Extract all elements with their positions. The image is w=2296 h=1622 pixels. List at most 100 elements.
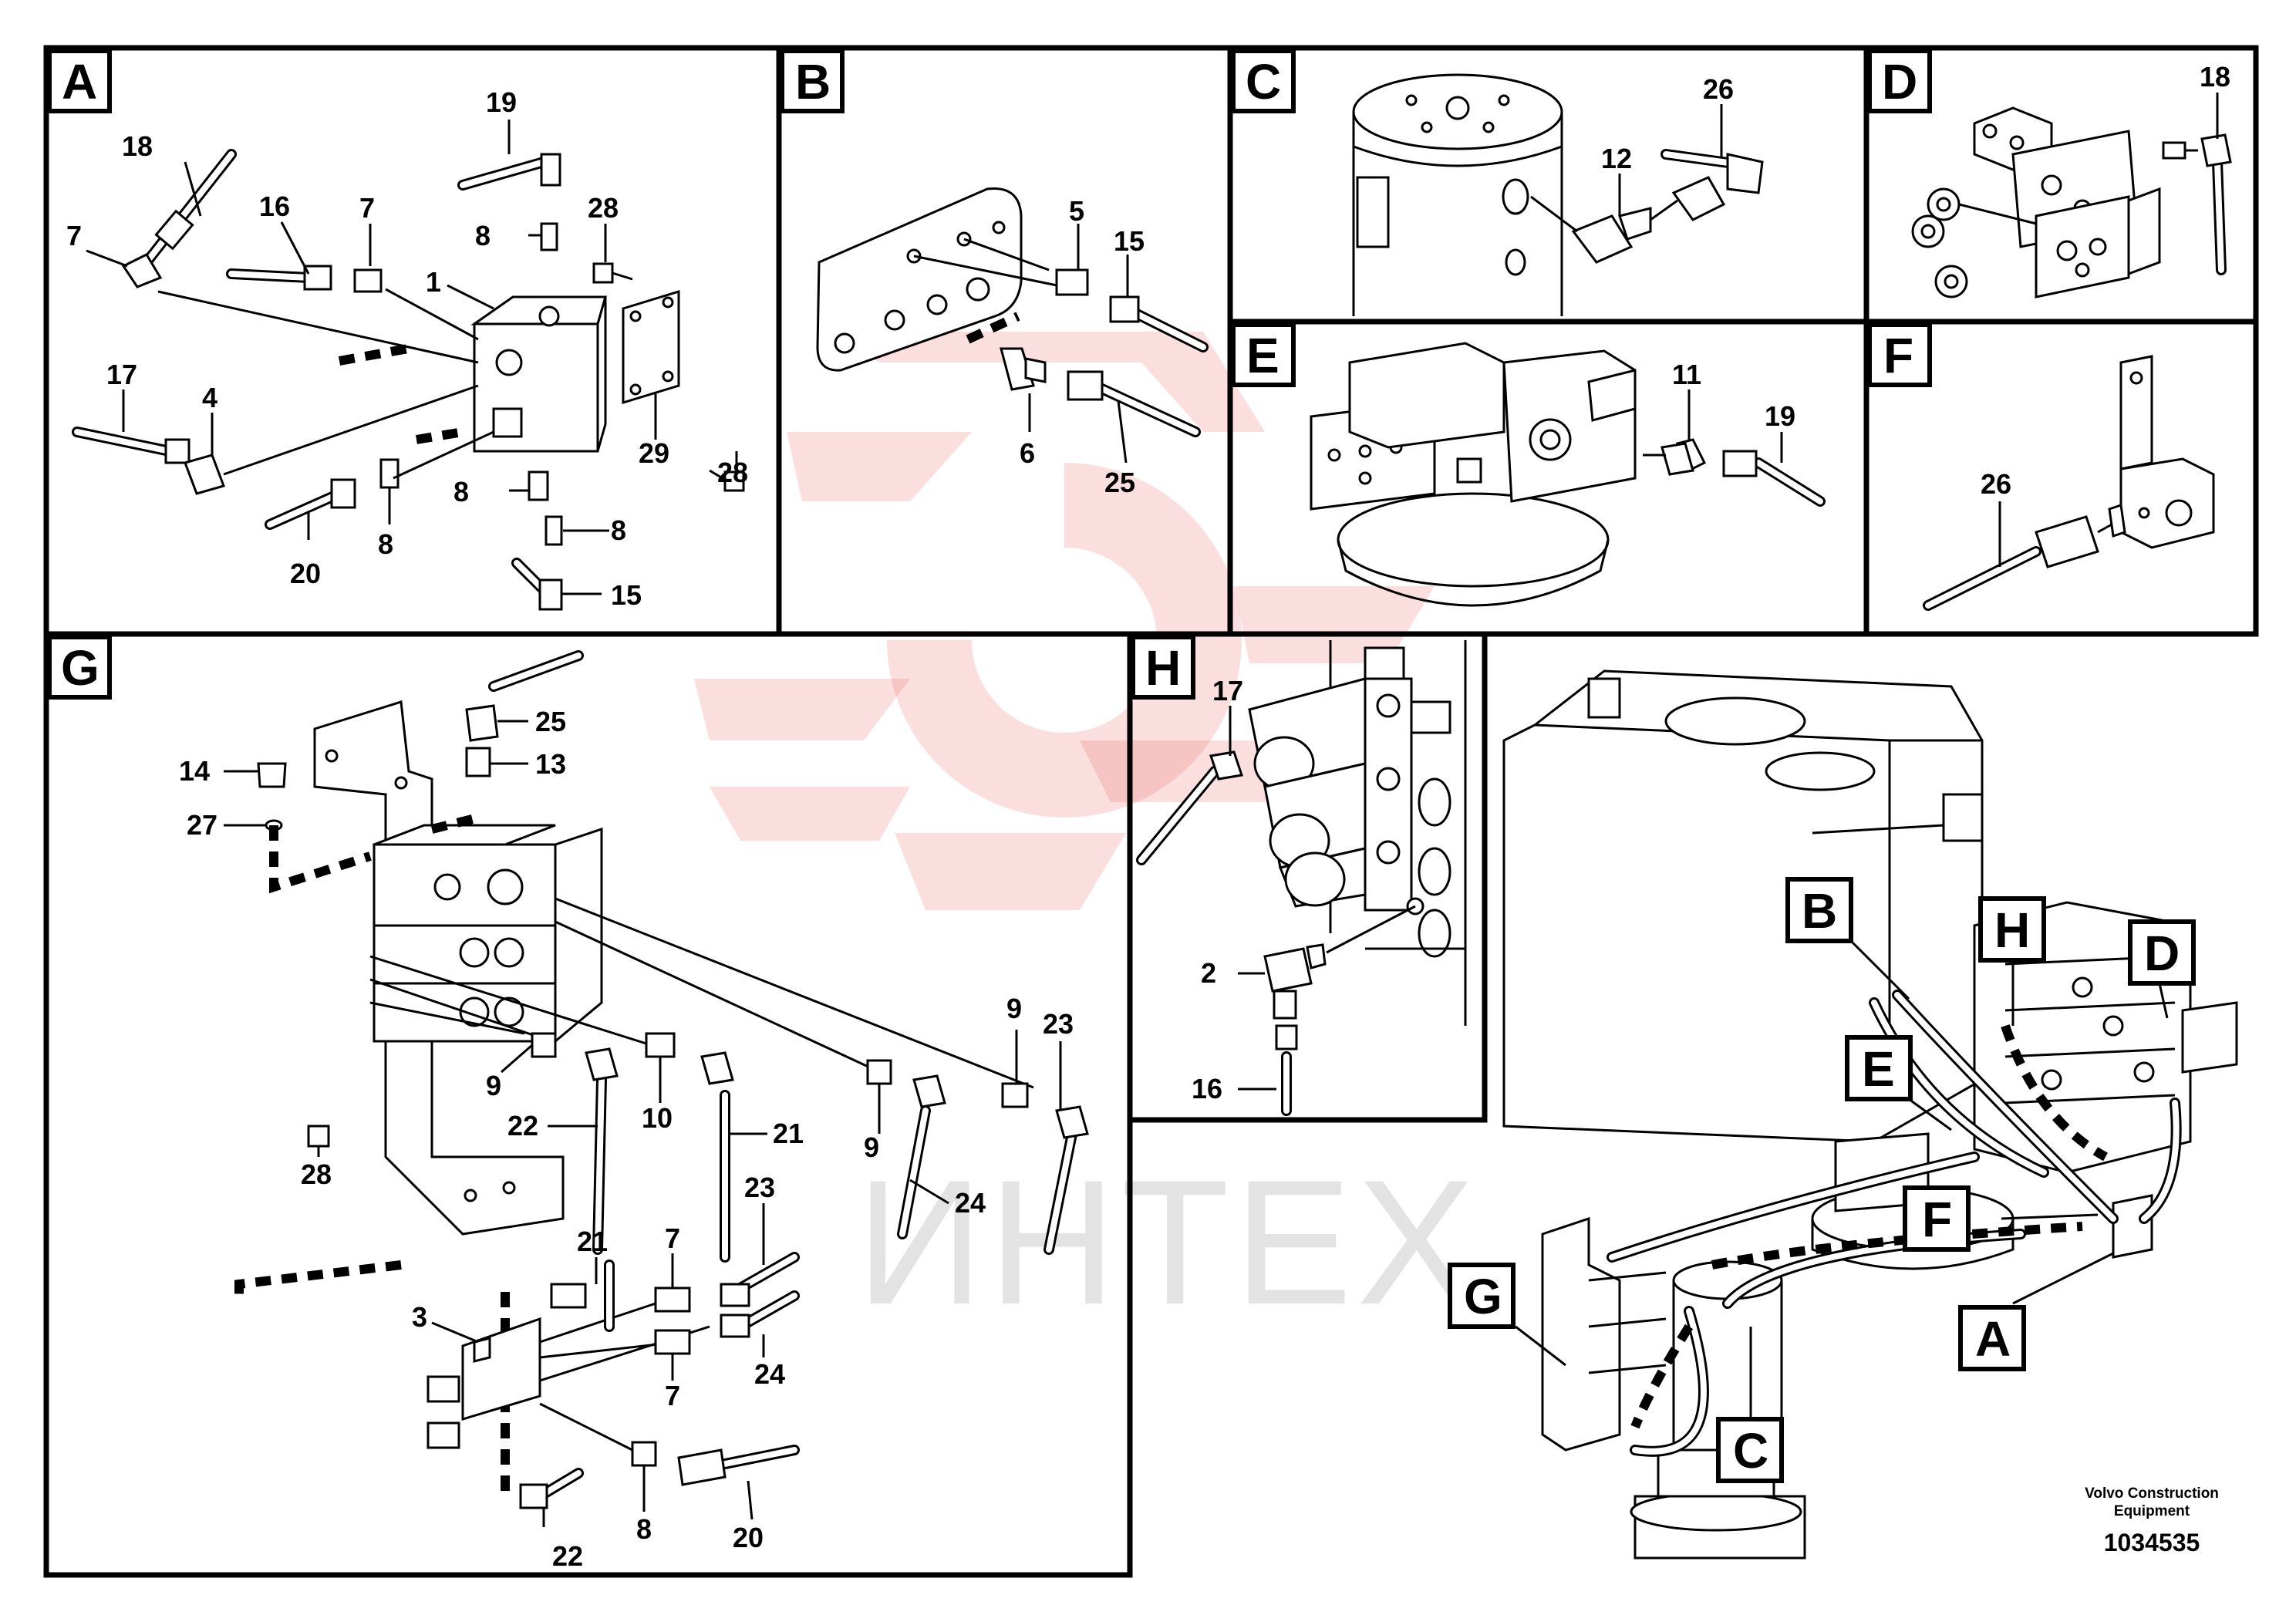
- svg-text:G: G: [1464, 1269, 1502, 1324]
- svg-text:26: 26: [1981, 468, 2011, 500]
- overview-callout-h: H: [1978, 896, 2046, 1026]
- panel-tag-g: G: [47, 635, 112, 700]
- svg-text:E: E: [1246, 328, 1279, 383]
- svg-text:C: C: [1246, 54, 1281, 110]
- svg-text:28: 28: [588, 192, 619, 224]
- svg-text:D: D: [2144, 926, 2180, 981]
- svg-text:B: B: [1802, 883, 1837, 939]
- svg-text:18: 18: [122, 130, 153, 162]
- svg-text:A: A: [62, 54, 97, 110]
- drawing-number: 1034535: [2103, 1529, 2200, 1556]
- svg-text:7: 7: [66, 220, 82, 251]
- panel-e-numbers: 11 19: [1672, 359, 1795, 432]
- svg-text:22: 22: [552, 1540, 583, 1572]
- svg-text:16: 16: [1192, 1073, 1222, 1104]
- panel-b-leaders: [1028, 224, 1129, 464]
- panel-f-numbers: 26: [1981, 468, 2011, 500]
- panel-tag-c: C: [1231, 49, 1296, 113]
- svg-text:23: 23: [1043, 1008, 1074, 1040]
- svg-text:11: 11: [1672, 359, 1701, 390]
- svg-text:15: 15: [611, 579, 642, 611]
- svg-text:19: 19: [486, 86, 517, 118]
- svg-text:10: 10: [642, 1102, 673, 1134]
- svg-text:3: 3: [412, 1301, 427, 1333]
- svg-text:13: 13: [535, 748, 566, 780]
- panel-h-drawing: [1136, 640, 1467, 1116]
- watermark-text: ИНТЕХ: [856, 1143, 1480, 1341]
- svg-text:9: 9: [1006, 993, 1022, 1024]
- panel-g-numbers: 25 13 14 27 9 23 9 22 10 21 9 24 28 21 2…: [179, 706, 1074, 1572]
- overview-drawing: [1502, 669, 2238, 1560]
- panel-d-drawing: [1911, 106, 2232, 298]
- svg-text:12: 12: [1601, 143, 1632, 174]
- company-name: Volvo Construction Equipment: [2052, 1485, 2252, 1520]
- svg-text:F: F: [1922, 1192, 1952, 1247]
- svg-text:H: H: [1994, 902, 2030, 958]
- svg-text:7: 7: [665, 1222, 680, 1254]
- svg-text:8: 8: [475, 220, 491, 251]
- svg-text:E: E: [1862, 1041, 1895, 1097]
- svg-text:25: 25: [1104, 467, 1135, 498]
- watermark-logo: [694, 332, 1435, 910]
- svg-text:16: 16: [259, 191, 290, 222]
- svg-text:23: 23: [744, 1172, 775, 1203]
- svg-text:7: 7: [665, 1380, 680, 1411]
- svg-text:17: 17: [106, 359, 137, 390]
- panel-a-leaders: [86, 120, 738, 595]
- panel-d-numbers: 18: [2200, 61, 2230, 93]
- panel-c-frame: [1227, 45, 1870, 325]
- svg-text:28: 28: [301, 1158, 332, 1190]
- overview-callout-b: B: [1785, 877, 1910, 1000]
- svg-text:9: 9: [864, 1131, 879, 1163]
- overview-callout-f: F: [1903, 1185, 2099, 1252]
- svg-text:7: 7: [359, 192, 375, 224]
- svg-text:C: C: [1733, 1423, 1768, 1479]
- overview-callout-g: G: [1448, 1263, 1566, 1367]
- overview-callout-e: E: [1845, 1035, 1952, 1131]
- svg-text:D: D: [1882, 54, 1917, 110]
- panel-f-drawing: [1923, 355, 2215, 611]
- panel-c-leaders: [1618, 104, 1723, 216]
- svg-text:27: 27: [187, 809, 217, 841]
- svg-text:8: 8: [378, 528, 393, 560]
- panel-tag-b: B: [780, 49, 845, 113]
- svg-text:9: 9: [486, 1070, 501, 1101]
- panel-tag-e: E: [1231, 322, 1296, 387]
- panel-a-numbers: 19 18 16 7 7 28 8 1 17 4 29 28 8 8 20 8 …: [66, 86, 748, 611]
- svg-text:21: 21: [577, 1226, 608, 1257]
- svg-text:29: 29: [639, 437, 669, 469]
- svg-text:8: 8: [453, 476, 469, 508]
- panel-tag-a: A: [47, 49, 112, 113]
- svg-text:28: 28: [717, 457, 748, 488]
- svg-text:21: 21: [773, 1118, 804, 1149]
- panel-f-frame: [1863, 319, 2259, 637]
- svg-text:25: 25: [535, 706, 566, 737]
- svg-text:24: 24: [955, 1187, 986, 1219]
- svg-text:17: 17: [1212, 675, 1243, 706]
- panel-h-numbers: 17 2 16: [1192, 675, 1243, 1104]
- panel-c-drawing: [1352, 73, 1764, 316]
- overview-callout-a: A: [1958, 1252, 2114, 1371]
- svg-text:22: 22: [507, 1110, 538, 1141]
- panel-e-leaders: [1687, 389, 1783, 463]
- panel-a-drawing: [72, 149, 745, 611]
- svg-text:B: B: [795, 54, 831, 110]
- svg-text:8: 8: [636, 1513, 652, 1545]
- svg-text:F: F: [1883, 328, 1913, 383]
- panel-tag-f: F: [1867, 322, 1932, 387]
- svg-text:19: 19: [1765, 400, 1795, 432]
- svg-text:H: H: [1145, 640, 1181, 696]
- panel-c-numbers: 26 12: [1601, 73, 1734, 174]
- panel-tag-h: H: [1131, 635, 1195, 700]
- panel-e-drawing: [1310, 342, 1826, 607]
- svg-text:1: 1: [426, 266, 441, 298]
- overview-callout-c: C: [1716, 1327, 1784, 1483]
- svg-text:4: 4: [202, 382, 217, 413]
- svg-text:8: 8: [611, 514, 626, 546]
- panel-b-drawing: [816, 187, 1209, 437]
- svg-text:14: 14: [179, 755, 210, 787]
- panel-h-leaders: [1229, 706, 1276, 1091]
- company-name-line1: Volvo Construction: [2085, 1485, 2219, 1502]
- svg-text:18: 18: [2200, 61, 2230, 93]
